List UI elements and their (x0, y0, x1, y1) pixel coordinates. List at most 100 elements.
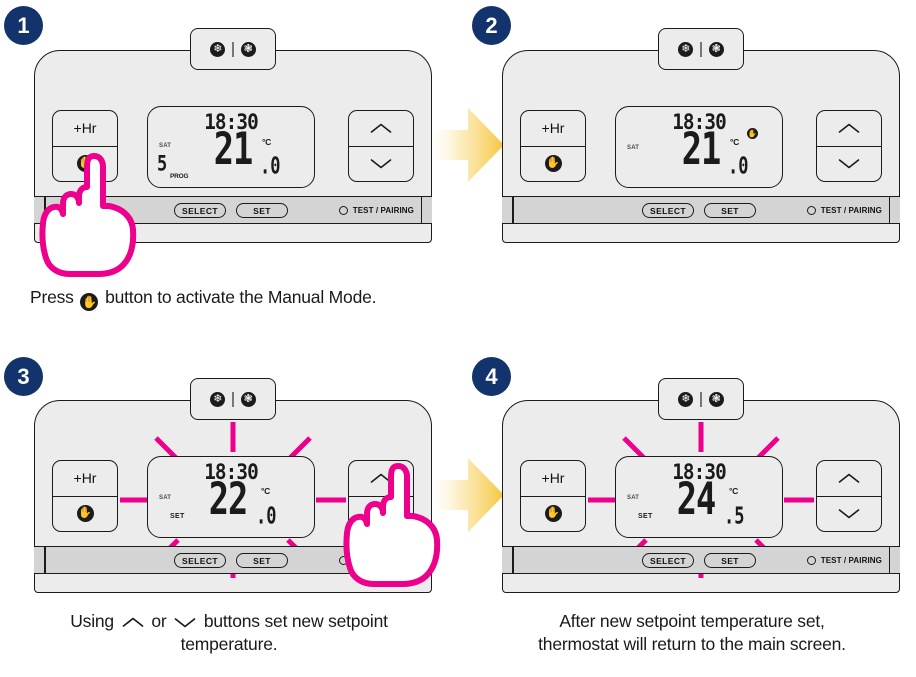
step-badge-4: 4 (472, 357, 511, 396)
snowflake-icon[interactable]: ❄ (678, 391, 694, 407)
lcd-display-2: 18:30 SAT 21 .0 °C ✋ (615, 106, 783, 188)
fan-icon[interactable]: ❃ (240, 391, 256, 407)
chevron-down-icon (174, 618, 196, 628)
bottom-strip-4: SELECT SET TEST / PAIRING (502, 546, 900, 574)
increase-button-4[interactable] (817, 461, 881, 497)
fan-icon[interactable]: ❃ (240, 41, 256, 57)
test-pairing-2[interactable]: TEST / PAIRING (806, 206, 882, 215)
manual-mode-button-3[interactable]: ✋ (53, 497, 117, 532)
manual-mode-button-2[interactable]: ✋ (521, 147, 585, 182)
caption-br-line1: After new setpoint temperature set, (559, 611, 825, 631)
strip-tick-left-3 (44, 547, 46, 573)
bottom-strip-2: SELECT SET TEST / PAIRING (502, 196, 900, 224)
hand-icon: ✋ (544, 505, 562, 523)
plus-hour-label-1: +Hr (73, 120, 97, 137)
chevron-up-icon (370, 473, 392, 483)
caption-bl-part3: buttons set new setpoint (203, 611, 388, 631)
mode-tab-1[interactable]: ❄ ❃ (190, 28, 276, 70)
strip-tick-left-2 (512, 197, 514, 223)
left-button-stack-4: +Hr ✋ (520, 460, 586, 532)
test-pairing-label-4: TEST / PAIRING (820, 556, 882, 565)
caption-top-before: Press (30, 287, 74, 307)
set-button-2[interactable]: SET (704, 203, 756, 218)
lcd-unit-2: °C (730, 137, 739, 147)
snowflake-icon[interactable]: ❄ (210, 391, 226, 407)
chevron-up-icon (838, 473, 860, 483)
right-button-stack-1 (348, 110, 414, 182)
chevron-up-icon (838, 123, 860, 133)
step-badge-4-number: 4 (485, 363, 498, 389)
lcd-unit-4: °C (729, 486, 738, 496)
set-label-4: SET (721, 555, 739, 566)
mode-tab-2[interactable]: ❄ ❃ (658, 28, 744, 70)
test-pairing-label-2: TEST / PAIRING (820, 206, 882, 215)
right-button-stack-4 (816, 460, 882, 532)
select-label-3: SELECT (182, 555, 218, 566)
lcd-prog-label-1: PROG (170, 173, 189, 180)
lcd-temperature-4: 24 (676, 471, 716, 525)
thermostat-unit-1: ❄ ❃ +Hr ✋ (34, 28, 432, 243)
increase-button-3[interactable] (349, 461, 413, 497)
led-indicator-icon (338, 206, 348, 215)
lcd-day-label-3: SAT (159, 495, 172, 501)
lcd-day-label-4: SAT (627, 495, 640, 501)
decrease-button-1[interactable] (349, 147, 413, 182)
increase-button-1[interactable] (349, 111, 413, 147)
set-button-1[interactable]: SET (236, 203, 288, 218)
lcd-prog-number-1: 5 (157, 151, 168, 177)
test-pairing-1[interactable]: TEST / PAIRING (338, 206, 414, 215)
step-badge-1-number: 1 (17, 12, 30, 38)
lcd-display-1: 18:30 SAT 5 PROG 21 .0 °C (147, 106, 315, 188)
flow-arrow-2 (426, 458, 504, 532)
select-button-2[interactable]: SELECT (642, 203, 694, 218)
caption-bl-part1: Using (70, 611, 114, 631)
set-button-3[interactable]: SET (236, 553, 288, 568)
lcd-clock-4: 18:30 (672, 460, 726, 484)
right-button-stack-2 (816, 110, 882, 182)
plus-hour-button-3[interactable]: +Hr (53, 461, 117, 497)
lcd-day-label-1: SAT (159, 143, 172, 149)
step-badge-2: 2 (472, 6, 511, 45)
thermostat-unit-4: ❄ ❃ +Hr ✋ (502, 378, 900, 593)
increase-button-2[interactable] (817, 111, 881, 147)
chevron-down-icon (370, 159, 392, 169)
fan-icon[interactable]: ❃ (708, 41, 724, 57)
decrease-button-4[interactable] (817, 497, 881, 532)
decrease-button-2[interactable] (817, 147, 881, 182)
plus-hour-label-3: +Hr (73, 470, 97, 487)
lcd-clock-2: 18:30 (672, 110, 726, 134)
caption-bl-line2: temperature. (180, 633, 278, 654)
set-button-4[interactable]: SET (704, 553, 756, 568)
caption-br-line2: thermostat will return to the main scree… (538, 633, 846, 654)
plus-hour-button-4[interactable]: +Hr (521, 461, 585, 497)
strip-tick-right-1 (420, 197, 422, 223)
step-badge-1: 1 (4, 6, 43, 45)
snowflake-icon[interactable]: ❄ (678, 41, 694, 57)
lcd-temp-decimal-2: .0 (728, 153, 749, 181)
mode-tab-4[interactable]: ❄ ❃ (658, 378, 744, 420)
select-label-4: SELECT (650, 555, 686, 566)
hand-icon: ✋ (76, 505, 94, 523)
mode-tab-3[interactable]: ❄ ❃ (190, 378, 276, 420)
select-label-2: SELECT (650, 205, 686, 216)
hand-icon: ✋ (80, 293, 99, 311)
select-button-4[interactable]: SELECT (642, 553, 694, 568)
caption-step-3: Using or buttons set new setpoint temper… (24, 610, 434, 656)
lcd-clock-1: 18:30 (204, 110, 258, 134)
snowflake-icon[interactable]: ❄ (210, 41, 226, 57)
fan-icon[interactable]: ❃ (708, 391, 724, 407)
flow-arrow-1 (426, 108, 504, 182)
plus-hour-button-1[interactable]: +Hr (53, 111, 117, 147)
lcd-temperature-3: 22 (208, 471, 248, 525)
manual-mode-button-4[interactable]: ✋ (521, 497, 585, 532)
select-button-3[interactable]: SELECT (174, 553, 226, 568)
chevron-down-icon (838, 159, 860, 169)
select-button-1[interactable]: SELECT (174, 203, 226, 218)
lcd-clock-3: 18:30 (204, 460, 258, 484)
left-button-stack-3: +Hr ✋ (52, 460, 118, 532)
lcd-manual-mode-hand-icon: ✋ (747, 128, 758, 139)
set-label-3: SET (253, 555, 271, 566)
plus-hour-button-2[interactable]: +Hr (521, 111, 585, 147)
test-pairing-4[interactable]: TEST / PAIRING (806, 556, 882, 565)
strip-tick-left-4 (512, 547, 514, 573)
